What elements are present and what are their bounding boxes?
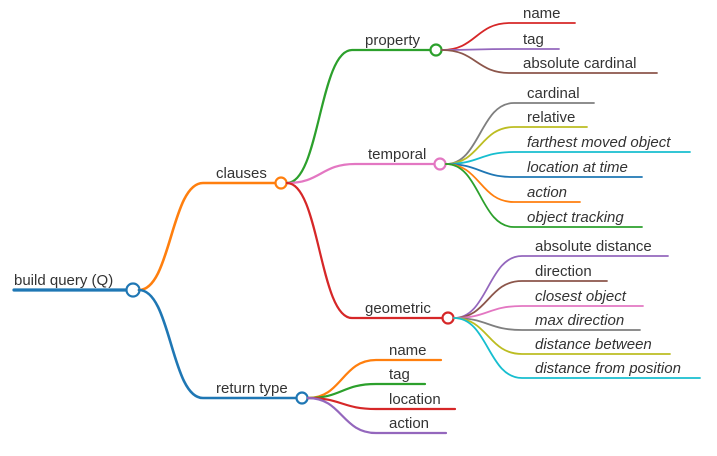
branch-line-geometric-distance-from-position — [453, 317, 701, 379]
branch-line-temporal — [285, 162, 436, 185]
node-label-temporal-location-at-time: location at time — [527, 159, 628, 176]
node-property-name: name — [441, 5, 576, 51]
node-label-temporal-cardinal: cardinal — [527, 85, 580, 102]
node-geometric-distance-from-position: distance from position — [453, 317, 701, 379]
node-geometric-absolute-distance: absolute distance — [453, 238, 669, 319]
node-label-clauses: clauses — [216, 165, 267, 182]
node-label-return-type-location: location — [389, 391, 441, 408]
node-label-temporal-action: action — [527, 184, 567, 201]
node-geometric: geometric — [285, 181, 455, 325]
node-label-geometric-closest-object: closest object — [535, 288, 627, 305]
branch-line-temporal-object-tracking — [445, 163, 643, 228]
collapse-circle-build-query[interactable] — [125, 282, 141, 298]
node-return-type-name: name — [306, 342, 443, 400]
collapse-circle-clauses[interactable] — [274, 176, 288, 190]
node-label-temporal-farthest-moved-object: farthest moved object — [527, 134, 671, 151]
branch-line-geometric-direction — [453, 280, 608, 319]
node-temporal-relative: relative — [445, 109, 588, 165]
node-property: property — [285, 32, 443, 185]
node-label-geometric-distance-between: distance between — [535, 336, 652, 353]
branch-line-property-tag — [441, 48, 560, 51]
collapse-circle-property[interactable] — [429, 43, 443, 57]
branch-line-return-type-name — [306, 358, 443, 400]
node-temporal-object-tracking: object tracking — [445, 163, 643, 228]
branch-line-clauses — [137, 181, 277, 292]
node-label-return-type-tag: tag — [389, 366, 410, 383]
branch-line-property-name — [441, 22, 576, 51]
branch-line-temporal-relative — [445, 126, 588, 165]
collapse-circle-temporal[interactable] — [433, 157, 447, 171]
node-label-geometric-absolute-distance: absolute distance — [535, 238, 652, 255]
node-label-temporal-relative: relative — [527, 109, 575, 126]
branch-line-property-absolute-cardinal — [441, 49, 658, 74]
node-geometric-direction: direction — [453, 263, 608, 319]
node-temporal-location-at-time: location at time — [445, 159, 643, 178]
node-label-temporal: temporal — [368, 146, 426, 163]
node-build-query: build query (Q) — [12, 272, 141, 298]
branch-line-geometric — [285, 181, 444, 320]
branch-line-temporal-cardinal — [445, 102, 595, 165]
node-label-geometric-direction: direction — [535, 263, 592, 280]
node-temporal-cardinal: cardinal — [445, 85, 595, 165]
node-label-property-name: name — [523, 5, 561, 22]
node-label-property: property — [365, 32, 421, 49]
node-label-geometric: geometric — [365, 300, 431, 317]
node-label-return-type: return type — [216, 380, 288, 397]
branch-line-return-type — [137, 288, 298, 400]
node-label-property-tag: tag — [523, 31, 544, 48]
node-return-type-action: action — [306, 396, 448, 435]
node-label-temporal-object-tracking: object tracking — [527, 209, 624, 226]
node-label-build-query: build query (Q) — [14, 272, 113, 289]
collapse-circle-return-type[interactable] — [295, 391, 309, 405]
branch-line-geometric-absolute-distance — [453, 255, 669, 319]
node-label-geometric-max-direction: max direction — [535, 312, 624, 329]
collapse-circle-geometric[interactable] — [441, 311, 455, 325]
node-return-type: return type — [137, 288, 309, 405]
node-label-property-absolute-cardinal: absolute cardinal — [523, 55, 636, 72]
branch-line-property — [285, 48, 432, 185]
node-property-absolute-cardinal: absolute cardinal — [441, 49, 658, 74]
node-label-return-type-action: action — [389, 415, 429, 432]
branch-line-return-type-action — [306, 396, 448, 435]
node-return-type-location: location — [306, 391, 457, 411]
node-label-geometric-distance-from-position: distance from position — [535, 360, 681, 377]
node-label-return-type-name: name — [389, 342, 427, 359]
node-clauses: clauses — [137, 165, 288, 292]
